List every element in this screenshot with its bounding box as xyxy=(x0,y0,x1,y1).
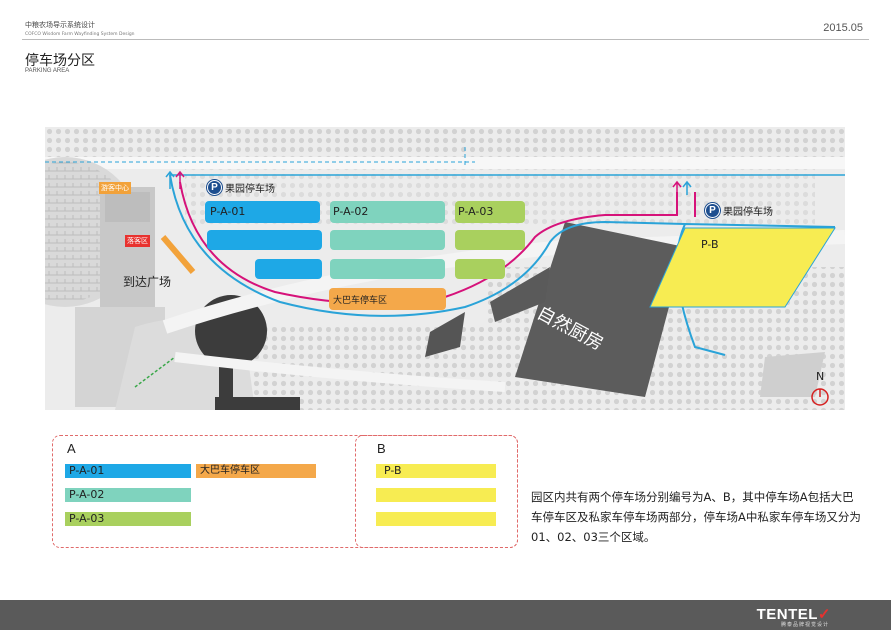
tag-visitor-center: 游客中心 xyxy=(99,182,131,194)
description-text: 园区内共有两个停车场分别编号为A、B，其中停车场A包括大巴车停车区及私家车停车场… xyxy=(531,490,861,544)
legend-a-item-bus: 大巴车停车区 xyxy=(196,464,316,478)
zone-pa02-label: P-A-02 xyxy=(333,205,369,218)
legend-b-item-blank2 xyxy=(376,512,496,526)
project-title: 中粮农场导示系统设计 COFCO Wisdom Farm Wayfinding … xyxy=(25,21,135,39)
brand-logo: TENTEL✓ xyxy=(757,605,831,623)
legend-b: B P-B xyxy=(355,435,518,548)
legend-a-item-pa01: P-A-01 xyxy=(65,464,191,478)
zone-pa03-row2[interactable] xyxy=(455,230,525,250)
project-title-cn: 中粮农场导示系统设计 xyxy=(25,21,95,29)
legend-b-item-blank1 xyxy=(376,488,496,502)
tag-drop-off: 落客区 xyxy=(125,235,150,247)
project-title-en: COFCO Wisdom Farm Wayfinding System Desi… xyxy=(25,32,135,37)
parking-label-left: P 果园停车场 xyxy=(207,180,275,195)
brand-logo-mark: ✓ xyxy=(817,606,831,623)
brand-logo-text: TENTEL xyxy=(756,606,818,623)
legend-b-heading: B xyxy=(377,441,386,456)
brand-logo-subtitle: 腾泰品牌视觉设计 xyxy=(780,622,829,628)
legend-b-item-pb: P-B xyxy=(376,464,496,478)
header-date: 2015.05 xyxy=(823,22,863,34)
site-map: P-A-01 P-A-02 P-A-03 大巴车停车区 P-B P 果园停车场 … xyxy=(45,127,845,410)
zone-pa02-row2[interactable] xyxy=(330,230,445,250)
parking-label-right-text: 果园停车场 xyxy=(723,207,773,218)
zone-pb-shape[interactable] xyxy=(649,227,836,308)
zone-bus-label: 大巴车停车区 xyxy=(333,296,388,306)
zone-bus[interactable] xyxy=(329,288,446,310)
zone-pa01-row3[interactable] xyxy=(255,259,322,279)
arrival-plaza-label: 到达广场 xyxy=(123,275,172,289)
parking-icon: P xyxy=(207,180,222,195)
zone-pa01-row1[interactable] xyxy=(205,201,320,223)
zone-pb-label: P-B xyxy=(701,238,719,251)
zone-pa01-label: P-A-01 xyxy=(210,205,246,218)
page-title: 停车场分区 xyxy=(25,53,95,69)
footer-bar xyxy=(0,600,891,630)
north-label: N xyxy=(816,370,825,383)
zone-pa02-row1[interactable] xyxy=(330,201,445,223)
legend-a-item-pa02: P-A-02 xyxy=(65,488,191,502)
legend-a: A P-A-01 P-A-02 P-A-03 大巴车停车区 xyxy=(52,435,518,548)
legend-a-heading: A xyxy=(67,441,76,456)
zone-pa01-row2[interactable] xyxy=(207,230,322,250)
header-divider xyxy=(22,39,869,40)
zone-pa03-row1[interactable] xyxy=(455,201,525,223)
zone-pa03-label: P-A-03 xyxy=(458,205,494,218)
parking-label-right: P 果园停车场 xyxy=(705,203,773,218)
parking-icon: P xyxy=(705,203,720,218)
page-subtitle: PARKING AREA xyxy=(25,68,70,74)
zone-pa03-row3[interactable] xyxy=(455,259,505,279)
legend-a-item-pa03: P-A-03 xyxy=(65,512,191,526)
parking-label-left-text: 果园停车场 xyxy=(225,184,275,195)
map-background xyxy=(45,127,845,410)
zone-pa02-row3[interactable] xyxy=(330,259,445,279)
